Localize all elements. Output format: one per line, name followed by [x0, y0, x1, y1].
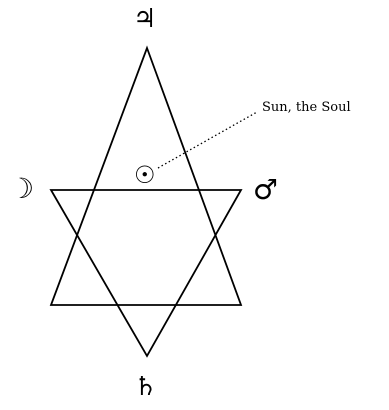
sun-leader-line [157, 111, 258, 169]
moon-icon: ☽ [9, 172, 35, 205]
upward-triangle [49, 45, 243, 306]
sun-soul-label: Sun, the Soul [262, 100, 351, 115]
downward-triangle [49, 189, 243, 358]
saturn-icon: ♄ [134, 372, 158, 402]
mars-icon: ♂ [253, 173, 279, 206]
jupiter-icon: ♃ [133, 4, 157, 34]
sun-icon: ☉ [134, 161, 156, 189]
